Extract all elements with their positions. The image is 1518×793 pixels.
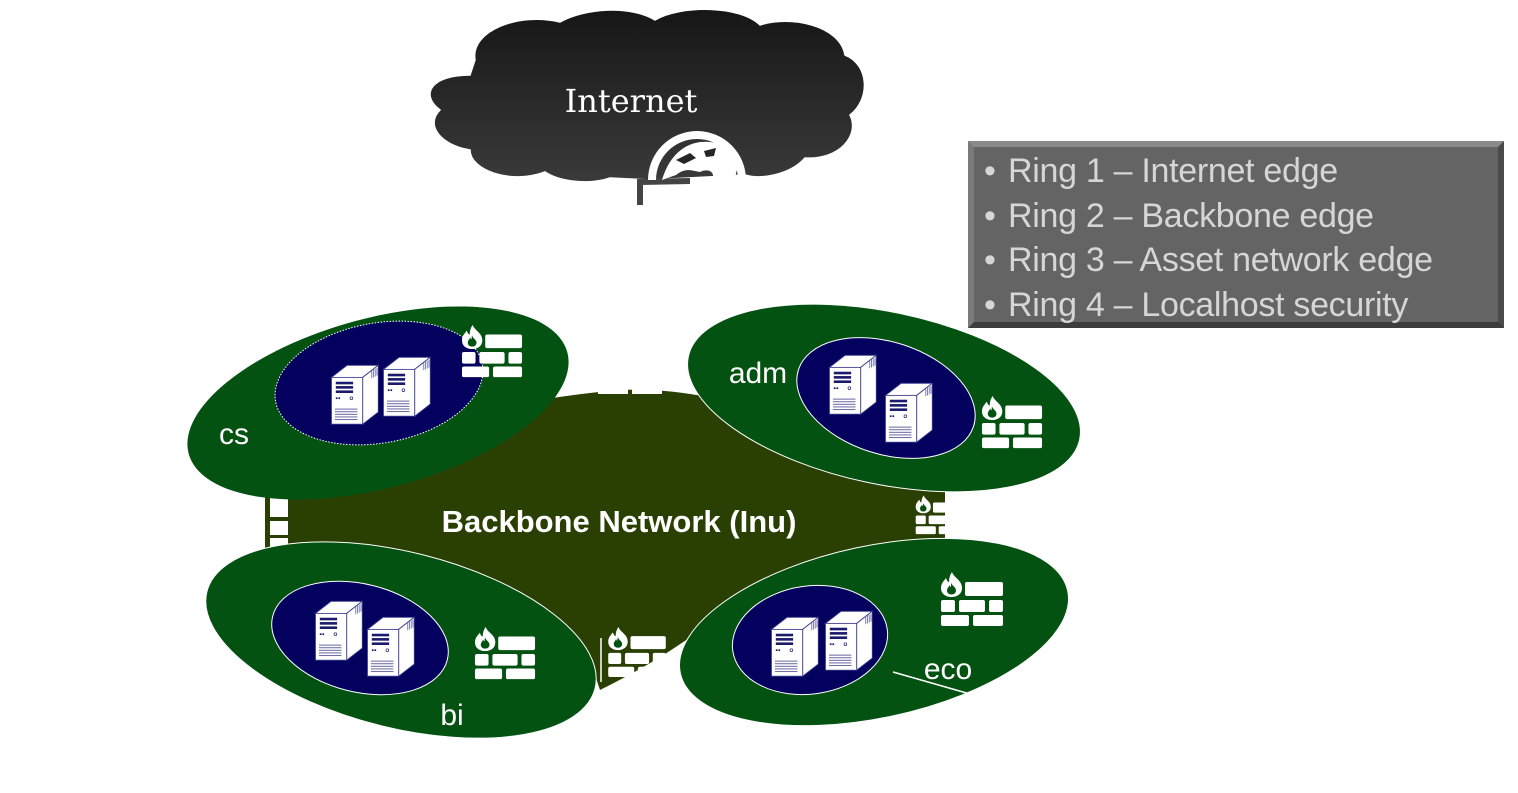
internet-label: Internet (565, 82, 698, 120)
server-icon (824, 610, 873, 671)
backbone-firewall-top (598, 372, 662, 394)
bullet-icon: • (984, 241, 996, 279)
server-icon (884, 382, 933, 443)
bullet-icon: • (984, 196, 996, 235)
network-label-cs: cs (219, 418, 249, 451)
network-label-eco: eco (924, 653, 972, 686)
legend-item: • Ring 1 – Internet edge (984, 149, 1498, 194)
legend-text: Ring 4 – Localhost security (1008, 285, 1409, 324)
internet-cloud: Internet (429, 8, 866, 205)
server-icon (330, 364, 379, 425)
server-icon (770, 616, 819, 677)
network-cs: cs (187, 306, 569, 500)
ring-legend: • Ring 1 – Internet edge • Ring 2 – Backbo… (968, 141, 1504, 328)
bullet-icon: • (984, 285, 996, 324)
server-icon (366, 616, 415, 677)
bullet-icon: • (984, 152, 996, 190)
legend-item: • Ring 4 – Localhost security (984, 283, 1498, 328)
backbone-firewall-bottom (600, 626, 666, 682)
server-icon (382, 356, 431, 417)
network-eco: eco (679, 537, 1069, 727)
legend-item: • Ring 2 – Backbone edge (984, 194, 1498, 239)
server-icon (314, 600, 363, 661)
server-icon (828, 354, 877, 415)
network-label-bi: bi (440, 699, 463, 732)
network-bi: bi (205, 541, 597, 739)
legend-text: Ring 2 – Backbone edge (1008, 196, 1374, 235)
legend-item: • Ring 3 – Asset network edge (984, 238, 1498, 283)
globe-icon (648, 131, 746, 185)
legend-text: Ring 1 – Internet edge (1008, 152, 1338, 190)
network-adm: adm (687, 303, 1081, 493)
network-label-adm: adm (729, 357, 787, 390)
legend-text: Ring 3 – Asset network edge (1008, 241, 1433, 279)
backbone-label: Backbone Network (Inu) (442, 504, 797, 539)
